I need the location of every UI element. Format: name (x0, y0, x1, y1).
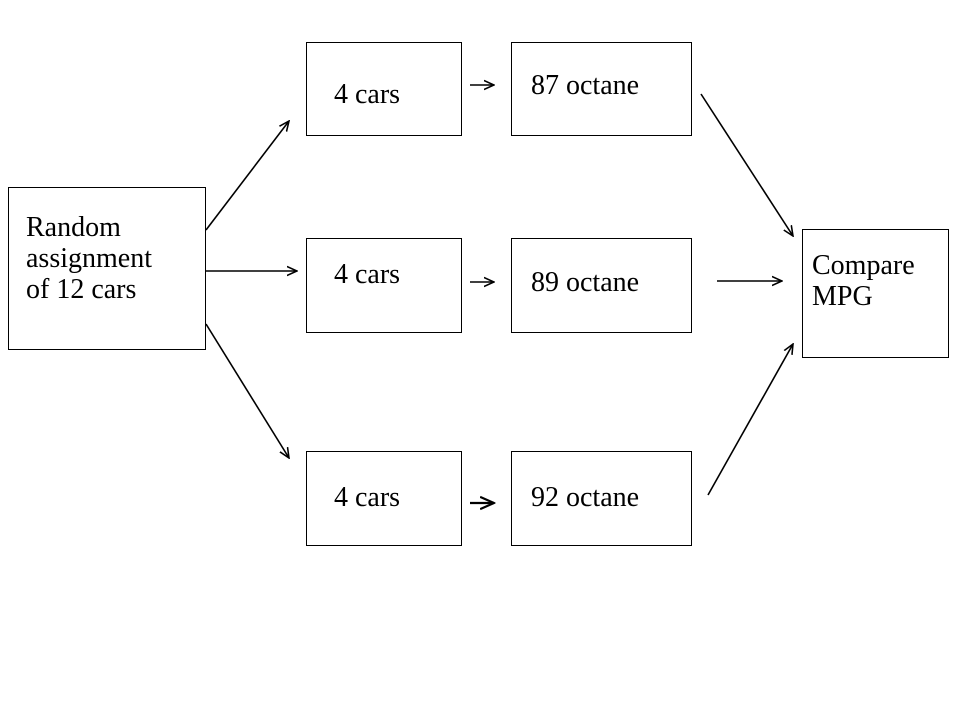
random-assignment-line-2: assignment (26, 243, 152, 274)
group-1-label: 4 cars (334, 79, 401, 110)
treatment-2-label: 89 octane (531, 267, 640, 298)
random-assignment-box: Random assignment of 12 cars (8, 187, 206, 350)
compare-mpg-label: Compare MPG (812, 250, 915, 312)
group-3-label: 4 cars (334, 482, 401, 513)
group-2-box: 4 cars (306, 238, 462, 333)
treatment-1-label: 87 octane (531, 70, 640, 101)
treatment-3-box: 92 octane (511, 451, 692, 546)
random-assignment-line-3: of 12 cars (26, 274, 137, 305)
group-3-box: 4 cars (306, 451, 462, 546)
group-1-box: 4 cars (306, 42, 462, 136)
compare-mpg-line-2: MPG (812, 281, 873, 312)
arrow-treatment-1-to-compare (700, 93, 793, 236)
group-2-label: 4 cars (334, 259, 401, 290)
compare-mpg-box: Compare MPG (802, 229, 949, 358)
treatment-1-box: 87 octane (511, 42, 692, 136)
treatment-2-box: 89 octane (511, 238, 692, 333)
random-assignment-label: Random assignment of 12 cars (26, 212, 152, 305)
random-assignment-line-1: Random (26, 212, 121, 243)
treatment-3-label: 92 octane (531, 482, 640, 513)
arrow-treatment-3-to-compare (707, 344, 793, 496)
compare-mpg-line-1: Compare (812, 250, 915, 281)
arrow-start-to-group-3 (205, 323, 289, 458)
arrow-start-to-group-1 (205, 121, 289, 231)
